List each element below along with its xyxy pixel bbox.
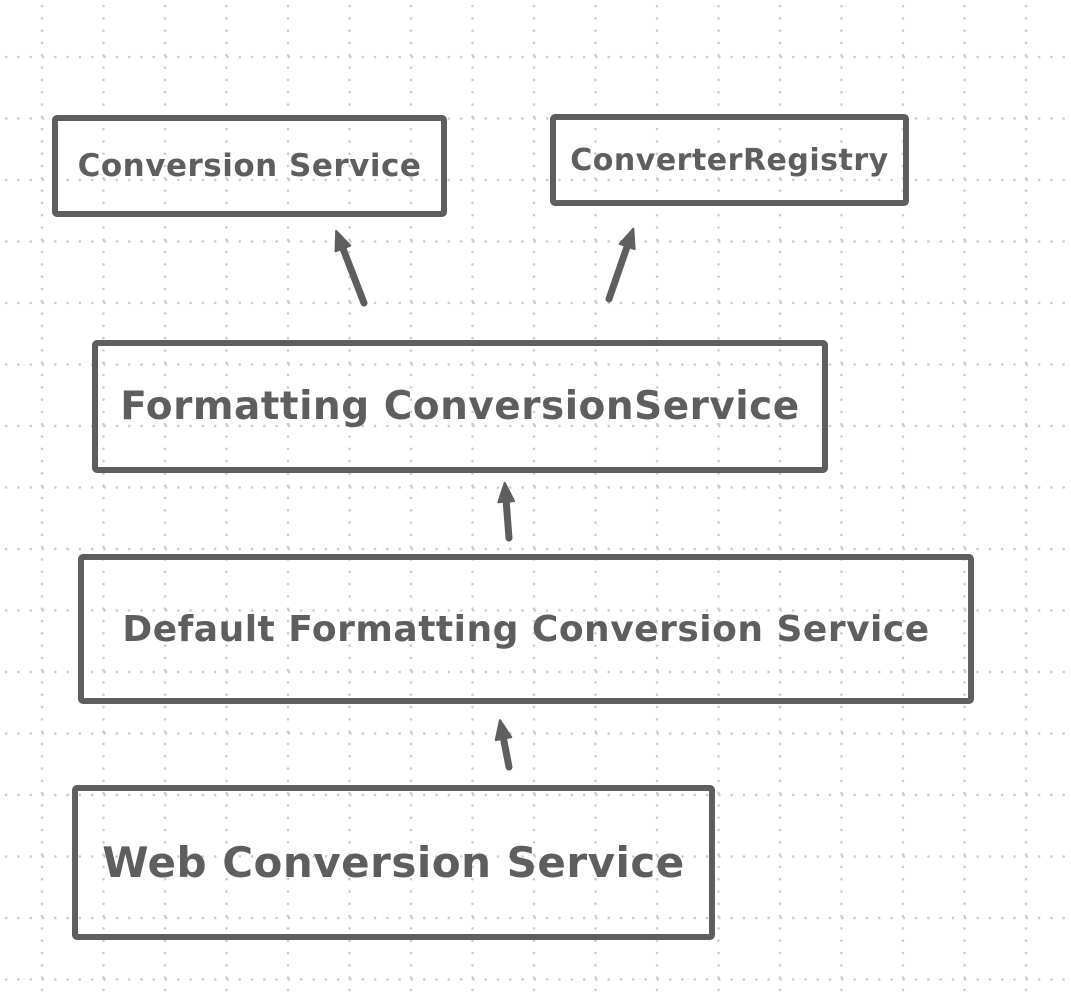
- arrow-web-to-default[interactable]: [494, 719, 513, 771]
- arrow-formatting-to-converter-registry[interactable]: [605, 227, 636, 303]
- node-default-formatting-conversion-service-label: Default Formatting Conversion Service: [122, 608, 930, 650]
- node-default-formatting-conversion-service[interactable]: Default Formatting Conversion Service: [78, 554, 974, 704]
- arrow-default-to-formatting[interactable]: [497, 481, 516, 542]
- node-formatting-conversion-service-label: Formatting ConversionService: [120, 384, 800, 429]
- node-converter-registry[interactable]: ConverterRegistry: [550, 114, 909, 206]
- arrow-formatting-to-conversion-service[interactable]: [334, 229, 368, 307]
- node-conversion-service[interactable]: Conversion Service: [52, 115, 447, 217]
- node-web-conversion-service[interactable]: Web Conversion Service: [72, 785, 715, 940]
- node-converter-registry-label: ConverterRegistry: [570, 142, 889, 178]
- node-conversion-service-label: Conversion Service: [77, 148, 422, 184]
- node-web-conversion-service-label: Web Conversion Service: [102, 838, 685, 887]
- node-formatting-conversion-service[interactable]: Formatting ConversionService: [92, 340, 828, 473]
